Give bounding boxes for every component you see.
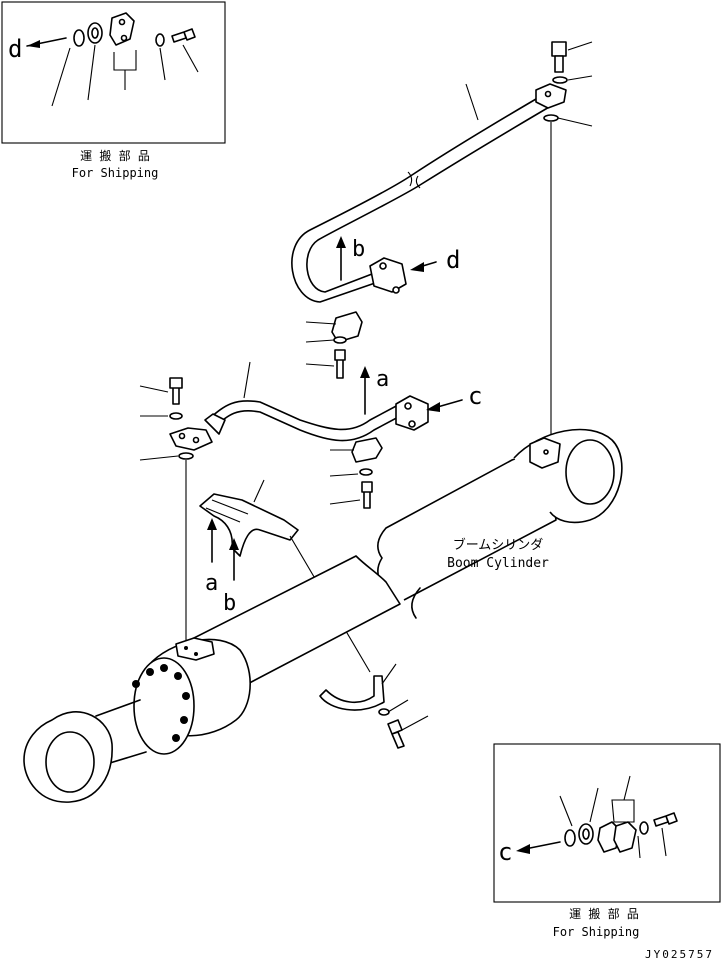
inset-top-left-jp: 運 搬 部 品: [80, 148, 150, 163]
lower-left-fasteners: [139, 377, 194, 648]
inset-bottom-right-jp: 運 搬 部 品: [569, 906, 639, 921]
callout-b-lower: b: [223, 591, 236, 616]
upper-clamp: [305, 311, 363, 379]
split-flange: [109, 12, 135, 46]
gland-flange: [133, 657, 195, 755]
callout-c-inset: c: [498, 838, 512, 866]
tube-lower: c a: [169, 361, 482, 451]
inset-frame: [493, 743, 721, 903]
flange-lower-left: [169, 427, 213, 451]
inset-top-left: d 運 搬 部 品 For Shipping: [1, 1, 226, 180]
washer: [155, 33, 165, 47]
flange-d: [369, 257, 407, 293]
inset-bottom-right: c 運 搬 部 品 For Shipping: [493, 743, 721, 939]
hose-guard: a b: [199, 479, 371, 673]
boom-cylinder-en: Boom Cylinder: [447, 556, 549, 571]
callout-b-upper: b: [352, 237, 365, 262]
upper-right-fasteners: [543, 41, 593, 440]
callout-d-inset: d: [8, 35, 22, 63]
callout-c: c: [468, 382, 482, 410]
band-clamp: [319, 663, 429, 749]
inset-top-left-en: For Shipping: [72, 166, 159, 180]
callout-d: d: [446, 246, 460, 274]
tube-upper: d b: [291, 83, 567, 303]
flange-upper-right: [535, 83, 567, 109]
flange-c: [395, 395, 429, 431]
bolt: [171, 28, 196, 43]
callout-a-upper: a: [376, 367, 389, 392]
leader: [465, 83, 479, 121]
boom-cylinder: ブームシリンダ Boom Cylinder: [23, 428, 623, 803]
arrow-head: [27, 40, 40, 48]
o-ring: [73, 29, 85, 47]
drawing-number: JY025757: [645, 948, 714, 961]
inset-frame: [1, 1, 226, 144]
callout-a-lower: a: [205, 571, 218, 596]
middle-clamp: [329, 437, 383, 509]
inset-bottom-right-en: For Shipping: [553, 925, 640, 939]
boom-cylinder-jp: ブームシリンダ: [453, 537, 544, 553]
